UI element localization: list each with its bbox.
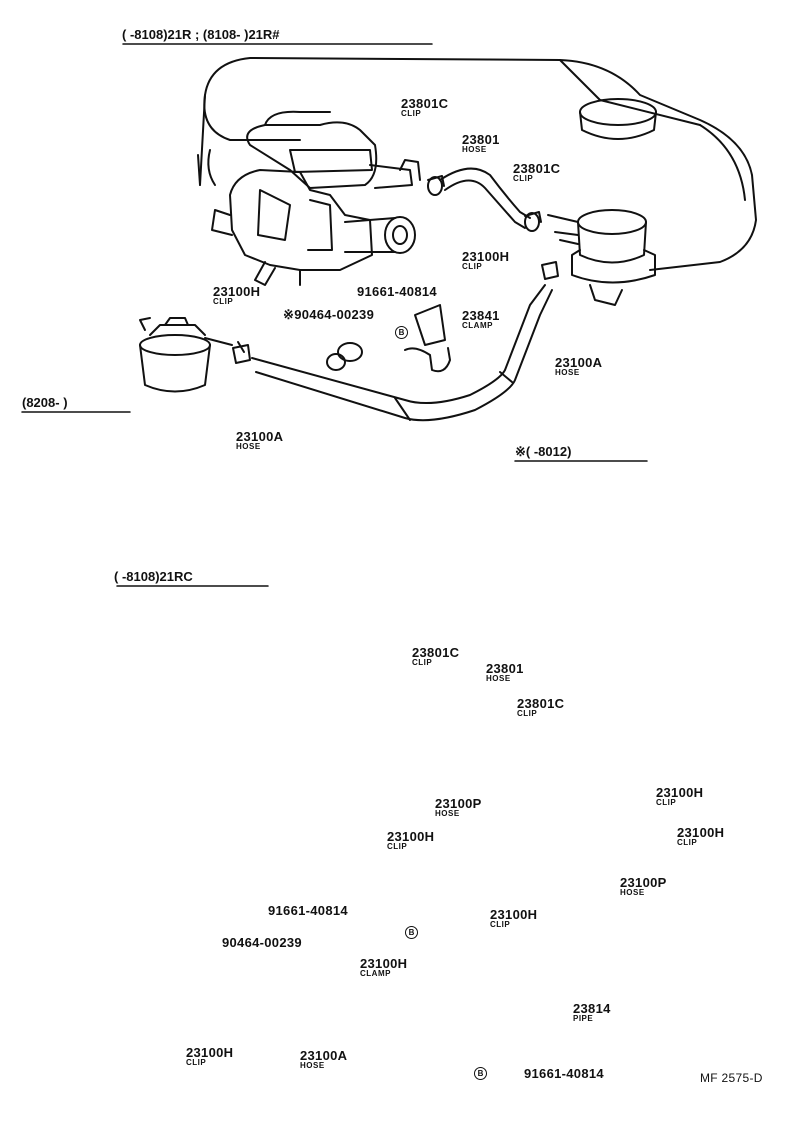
part-number: 23100A	[236, 429, 284, 444]
part-desc: HOSE	[620, 888, 645, 897]
part-number: 23801	[462, 132, 500, 147]
top-hose-23100A	[251, 284, 553, 422]
part-number: 90464-00239	[222, 935, 302, 950]
part-desc: HOSE	[435, 809, 460, 818]
part-desc: CLIP	[387, 842, 408, 851]
top-clamp-23841	[326, 304, 451, 373]
top-hose-23801	[439, 167, 531, 229]
callout-b-marker: B	[474, 1067, 487, 1080]
part-desc: CLIP	[656, 798, 677, 807]
part-desc: HOSE	[486, 674, 511, 683]
part-number: 23100H	[656, 785, 704, 800]
top-fuel-filter	[139, 317, 233, 393]
part-desc: CLIP	[513, 174, 534, 183]
part-desc: CLIP	[412, 658, 433, 667]
part-number: 23100H	[360, 956, 408, 971]
part-desc: CLIP	[462, 262, 483, 271]
part-number: 23814	[573, 1001, 611, 1016]
part-number: 23100H	[677, 825, 725, 840]
part-desc: CLIP	[186, 1058, 207, 1067]
part-number: 23801C	[401, 96, 449, 111]
part-number: ※90464-00239	[283, 307, 375, 322]
top-clip-icons	[232, 175, 559, 364]
part-desc: CLAMP	[462, 321, 493, 330]
part-number: 23801C	[517, 696, 565, 711]
header-note-range: ※( -8012)	[515, 444, 572, 459]
part-number: 23100A	[555, 355, 603, 370]
part-desc: CLIP	[517, 709, 538, 718]
part-number: 23100H	[186, 1045, 234, 1060]
part-desc: HOSE	[555, 368, 580, 377]
part-number: 23801C	[412, 645, 460, 660]
part-number: 23100H	[490, 907, 538, 922]
part-number: 23100H	[387, 829, 435, 844]
part-number: 23841	[462, 308, 500, 323]
callout-b-marker: B	[405, 926, 418, 939]
part-number: 23801C	[513, 161, 561, 176]
part-number: 91661-40814	[524, 1066, 604, 1081]
diagram-code: MF 2575-D	[700, 1071, 763, 1085]
part-desc: CLAMP	[360, 969, 391, 978]
part-desc: PIPE	[573, 1014, 594, 1023]
part-number: 23100H	[462, 249, 510, 264]
part-number: 23100H	[213, 284, 261, 299]
part-number: 23100P	[435, 796, 482, 811]
part-desc: CLIP	[213, 297, 234, 306]
part-desc: HOSE	[300, 1061, 325, 1070]
part-desc: HOSE	[462, 145, 487, 154]
header-top-range: ( -8108)21R ; (8108- )21R#	[122, 27, 280, 42]
part-number: 91661-40814	[357, 284, 437, 299]
top-engine-block	[197, 57, 757, 306]
part-number: 91661-40814	[268, 903, 348, 918]
header-inset-range: (8208- )	[22, 395, 68, 410]
part-number: 23100P	[620, 875, 667, 890]
part-number: 23100A	[300, 1048, 348, 1063]
callout-b-marker: B	[395, 326, 408, 339]
header-bottom-range: ( -8108)21RC	[114, 569, 193, 584]
part-desc: CLIP	[490, 920, 511, 929]
part-number: 23801	[486, 661, 524, 676]
part-desc: HOSE	[236, 442, 261, 451]
part-desc: CLIP	[677, 838, 698, 847]
part-desc: CLIP	[401, 109, 422, 118]
